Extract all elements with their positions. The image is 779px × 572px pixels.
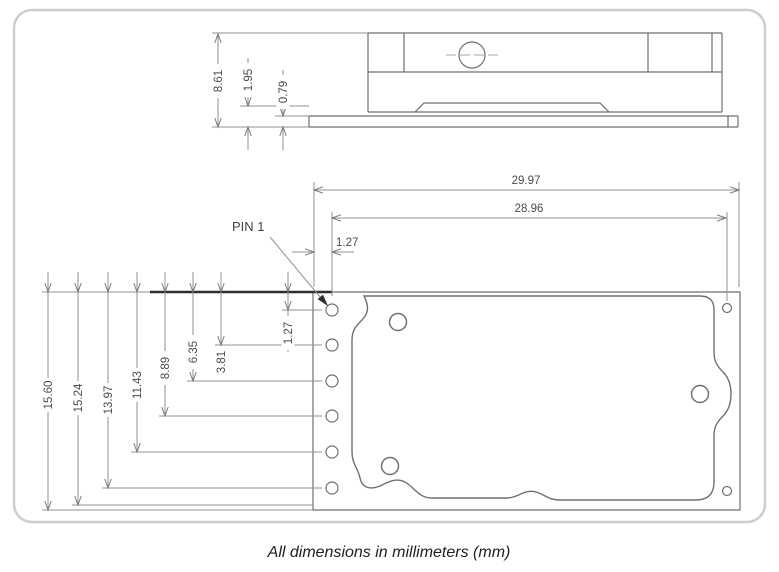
plan-vertical-dim-label: 13.97 <box>103 386 115 415</box>
top-dim-height-label: 8.61 <box>213 70 225 92</box>
plan-board-outline <box>312 291 741 511</box>
label-bg <box>41 378 55 412</box>
plan-vertical-dim-label: 1.27 <box>283 322 295 344</box>
horizontal-extension-lines <box>313 182 740 301</box>
screw-holes <box>380 302 733 497</box>
pin-column <box>325 303 339 495</box>
horizontal-dimension-arrows <box>304 186 741 256</box>
vertical-dimension-arrows-bottom <box>44 300 292 512</box>
plan-vertical-dim-label: 15.24 <box>73 383 85 412</box>
vertical-extension-lines <box>42 309 322 511</box>
top-dim-mid-label: 1.95 <box>243 69 255 91</box>
corner-hole-top-right <box>721 302 733 314</box>
screw-hole-right <box>690 384 710 404</box>
label-bg <box>130 368 144 402</box>
screw-hole-top-left <box>388 312 408 332</box>
plan-dim-overall-label: 29.97 <box>512 175 541 187</box>
top-view-dimension-arrows <box>214 32 287 137</box>
label-bg <box>186 335 200 369</box>
pin1-label: PIN 1 <box>232 219 265 234</box>
plan-dim-pin-to-hole-label: 28.96 <box>515 203 544 215</box>
top-view-outline <box>308 32 739 128</box>
plan-vertical-dim-label: 15.60 <box>43 381 55 410</box>
plan-horizontal-dimensions: 29.97 28.96 1.27 <box>292 175 741 301</box>
plan-vertical-dim-label: 3.81 <box>216 351 228 373</box>
label-bg <box>276 75 290 109</box>
plan-vertical-dim-label: 8.89 <box>160 357 172 379</box>
plan-vertical-dim-label: 6.35 <box>188 341 200 363</box>
pin1-callout: PIN 1 <box>232 219 328 306</box>
top-dim-base-label: 0.79 <box>278 81 290 103</box>
label-bg <box>241 63 255 97</box>
vertical-dimension-arrows-top <box>44 282 292 294</box>
caption: All dimensions in millimeters (mm) <box>267 544 511 561</box>
pin-3 <box>325 374 339 388</box>
cover-gasket-outline <box>351 295 732 501</box>
pin-6 <box>325 481 339 495</box>
pin1-leader-arrowhead <box>317 294 328 306</box>
plan-dim-pin-offset-label: 1.27 <box>336 237 358 249</box>
drawing-border <box>12 8 767 524</box>
label-bg <box>158 351 172 385</box>
plan-vertical-dimensions: 15.60 15.24 13.97 11.43 8.89 6.35 3.81 1… <box>41 272 322 512</box>
label-bg <box>211 64 225 98</box>
label-bg <box>71 381 85 415</box>
plan-vertical-dim-label: 11.43 <box>132 371 144 399</box>
top-view-screw-circle <box>458 41 486 69</box>
pin-5 <box>325 445 339 459</box>
pin1-leader-line <box>269 236 322 299</box>
label-bg <box>214 346 228 379</box>
horizontal-dimension-lines <box>292 189 739 253</box>
top-view-extension-lines <box>212 32 368 128</box>
pin-2 <box>325 338 339 352</box>
top-view: 8.61 1.95 0.79 <box>211 32 739 150</box>
pin-1 <box>325 303 339 317</box>
corner-hole-bottom-right <box>721 485 733 497</box>
label-bg <box>101 383 115 417</box>
label-bg <box>281 316 295 350</box>
pin-4 <box>325 409 339 423</box>
plan-view: 29.97 28.96 1.27 15.60 15.24 13.97 11.43… <box>41 175 741 512</box>
screw-hole-bottom-left <box>380 456 400 476</box>
